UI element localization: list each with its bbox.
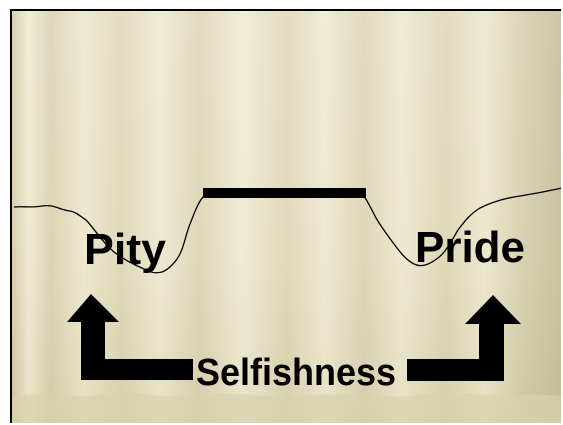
pride-label: Pride bbox=[415, 223, 525, 272]
slide-background: Pity Pride Selfishness bbox=[10, 9, 561, 423]
selfishness-label: Selfishness bbox=[196, 352, 396, 394]
pity-label: Pity bbox=[84, 225, 167, 274]
plateau-bar bbox=[203, 188, 366, 198]
torn-paper-band bbox=[12, 392, 561, 423]
left-arrow-icon bbox=[67, 294, 193, 380]
diagram: Pity Pride Selfishness bbox=[12, 11, 561, 423]
right-arrow-icon bbox=[407, 295, 521, 381]
